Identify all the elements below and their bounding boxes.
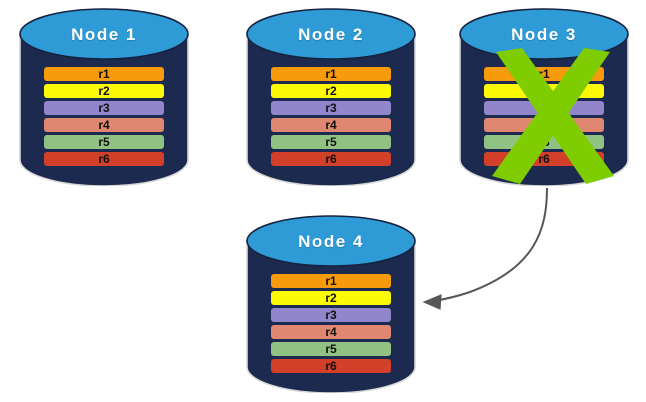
row-label: r2 [325, 84, 337, 98]
node-2-row-r4[interactable]: r4 [271, 118, 391, 132]
row-label: r1 [98, 67, 110, 81]
node-1-rows: r1 r2 r3 r4 r5 r6 [18, 67, 190, 166]
node-1-row-r6[interactable]: r6 [44, 152, 164, 166]
node-1-row-r2[interactable]: r2 [44, 84, 164, 98]
row-label: r5 [325, 342, 337, 356]
node-2-row-r5[interactable]: r5 [271, 135, 391, 149]
row-label: r2 [325, 291, 337, 305]
node-4-row-r5[interactable]: r5 [271, 342, 391, 356]
row-label: r4 [325, 325, 337, 339]
node-2-row-r3[interactable]: r3 [271, 101, 391, 115]
row-label: r6 [98, 152, 110, 166]
node-1-row-r5[interactable]: r5 [44, 135, 164, 149]
row-label: r1 [325, 274, 337, 288]
row-label: r5 [98, 135, 110, 149]
node-2-row-r6[interactable]: r6 [271, 152, 391, 166]
node-1-row-r4[interactable]: r4 [44, 118, 164, 132]
row-label: r3 [325, 308, 337, 322]
node-4-rows: r1 r2 r3 r4 r5 r6 [245, 274, 417, 373]
row-label: r4 [98, 118, 110, 132]
node-2-rows: r1 r2 r3 r4 r5 r6 [245, 67, 417, 166]
row-label: r1 [325, 67, 337, 81]
row-label: r6 [325, 359, 337, 373]
row-label: r5 [325, 135, 337, 149]
row-label: r6 [325, 152, 337, 166]
node-cylinder-node-2[interactable]: Node 2 r1 r2 r3 r4 r5 r6 [245, 8, 417, 186]
node-4-row-r4[interactable]: r4 [271, 325, 391, 339]
row-label: r4 [325, 118, 337, 132]
node-cylinder-node-4[interactable]: Node 4 r1 r2 r3 r4 r5 r6 [245, 215, 417, 393]
row-label: r3 [325, 101, 337, 115]
node-2-row-r1[interactable]: r1 [271, 67, 391, 81]
row-label: r2 [98, 84, 110, 98]
node-4-row-r3[interactable]: r3 [271, 308, 391, 322]
node-4-row-r1[interactable]: r1 [271, 274, 391, 288]
node-4-row-r2[interactable]: r2 [271, 291, 391, 305]
node-4-row-r6[interactable]: r6 [271, 359, 391, 373]
node-1-row-r3[interactable]: r3 [44, 101, 164, 115]
node-cylinder-node-1[interactable]: Node 1 r1 r2 r3 r4 r5 r6 [18, 8, 190, 186]
node-2-row-r2[interactable]: r2 [271, 84, 391, 98]
node-1-row-r1[interactable]: r1 [44, 67, 164, 81]
row-label: r3 [98, 101, 110, 115]
